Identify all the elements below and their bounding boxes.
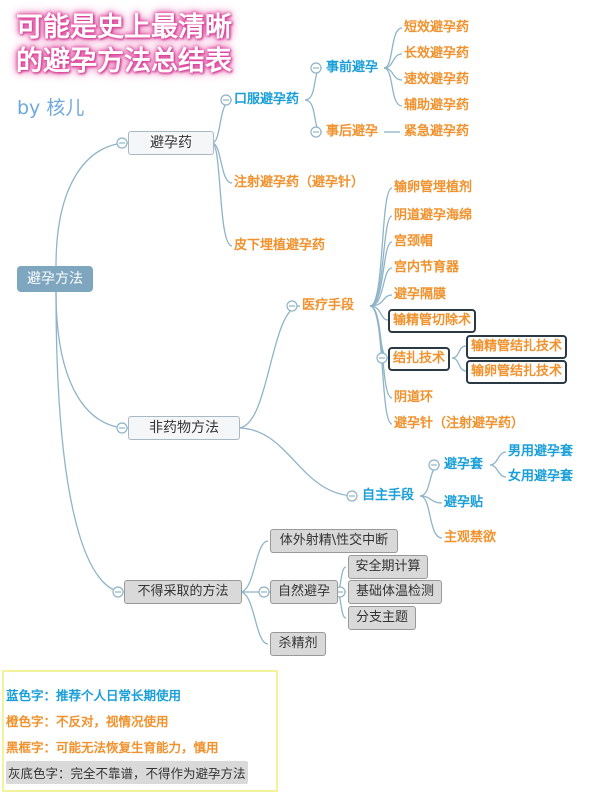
node-drug[interactable]: 避孕药 (128, 131, 214, 155)
node-vasectomy[interactable]: 输精管切除术 (388, 309, 477, 333)
node-before-item[interactable]: 速效避孕药 (404, 72, 470, 87)
node-ligation[interactable]: 结扎技术 (388, 347, 451, 371)
node-oral[interactable]: 口服避孕药 (234, 92, 300, 107)
node-medical-item[interactable]: 阴道避孕海绵 (394, 208, 473, 223)
node-medical-item[interactable]: 输卵管埋植剂 (394, 180, 473, 195)
node-injection[interactable]: 注射避孕药（避孕针） (234, 175, 365, 190)
node-condom-item[interactable]: 女用避孕套 (508, 469, 574, 484)
root-node[interactable]: 避孕方法 (17, 266, 93, 292)
node-natural-item[interactable]: 基础体温检测 (348, 580, 442, 604)
node-more-item[interactable]: 避孕针（注射避孕药） (394, 416, 525, 431)
node-patch[interactable]: 避孕贴 (444, 495, 484, 510)
node-natural[interactable]: 自然避孕 (270, 580, 338, 604)
node-withdrawal[interactable]: 体外射精\性交中断 (270, 529, 398, 553)
legend-gray: 灰底色字：完全不靠谱，不得作为避孕方法 (6, 761, 248, 784)
node-more-item[interactable]: 阴道环 (394, 390, 434, 405)
node-self[interactable]: 自主手段 (362, 488, 415, 503)
byline: by 核儿 (17, 97, 85, 119)
node-implant[interactable]: 皮下埋植避孕药 (234, 238, 326, 253)
node-before[interactable]: 事前避孕 (326, 60, 379, 75)
page-title-line1: 可能是史上最清晰 (16, 12, 232, 43)
node-abstain[interactable]: 主观禁欲 (444, 530, 497, 545)
node-nondrug[interactable]: 非药物方法 (128, 416, 240, 440)
node-condom[interactable]: 避孕套 (444, 457, 484, 472)
node-ligation-item[interactable]: 输精管结扎技术 (466, 335, 568, 359)
node-before-item[interactable]: 辅助避孕药 (404, 98, 470, 113)
node-ligation-item[interactable]: 输卵管结扎技术 (466, 360, 568, 384)
node-condom-item[interactable]: 男用避孕套 (508, 444, 574, 459)
legend-orange: 橙色字：不反对，视情况使用 (6, 714, 169, 729)
node-natural-item[interactable]: 安全期计算 (348, 555, 428, 579)
node-medical-item[interactable]: 宫内节育器 (394, 260, 460, 275)
node-medical-item[interactable]: 宫颈帽 (394, 234, 434, 249)
node-spermicide[interactable]: 杀精剂 (270, 632, 326, 656)
node-avoid[interactable]: 不得采取的方法 (124, 580, 242, 604)
node-natural-item[interactable]: 分支主题 (348, 606, 416, 630)
node-before-item[interactable]: 长效避孕药 (404, 46, 470, 61)
node-after-item[interactable]: 紧急避孕药 (404, 124, 470, 139)
legend-box: 蓝色字：推荐个人日常长期使用 橙色字：不反对，视情况使用 黑框字：可能无法恢复生… (2, 670, 278, 792)
node-before-item[interactable]: 短效避孕药 (404, 20, 470, 35)
legend-blue: 蓝色字：推荐个人日常长期使用 (6, 688, 182, 703)
page-title-line2: 的避孕方法总结表 (16, 46, 232, 77)
node-medical[interactable]: 医疗手段 (302, 298, 355, 313)
node-after[interactable]: 事后避孕 (326, 124, 379, 139)
legend-black: 黑框字：可能无法恢复生育能力，慎用 (6, 740, 219, 755)
node-medical-item[interactable]: 避孕隔膜 (394, 287, 447, 302)
